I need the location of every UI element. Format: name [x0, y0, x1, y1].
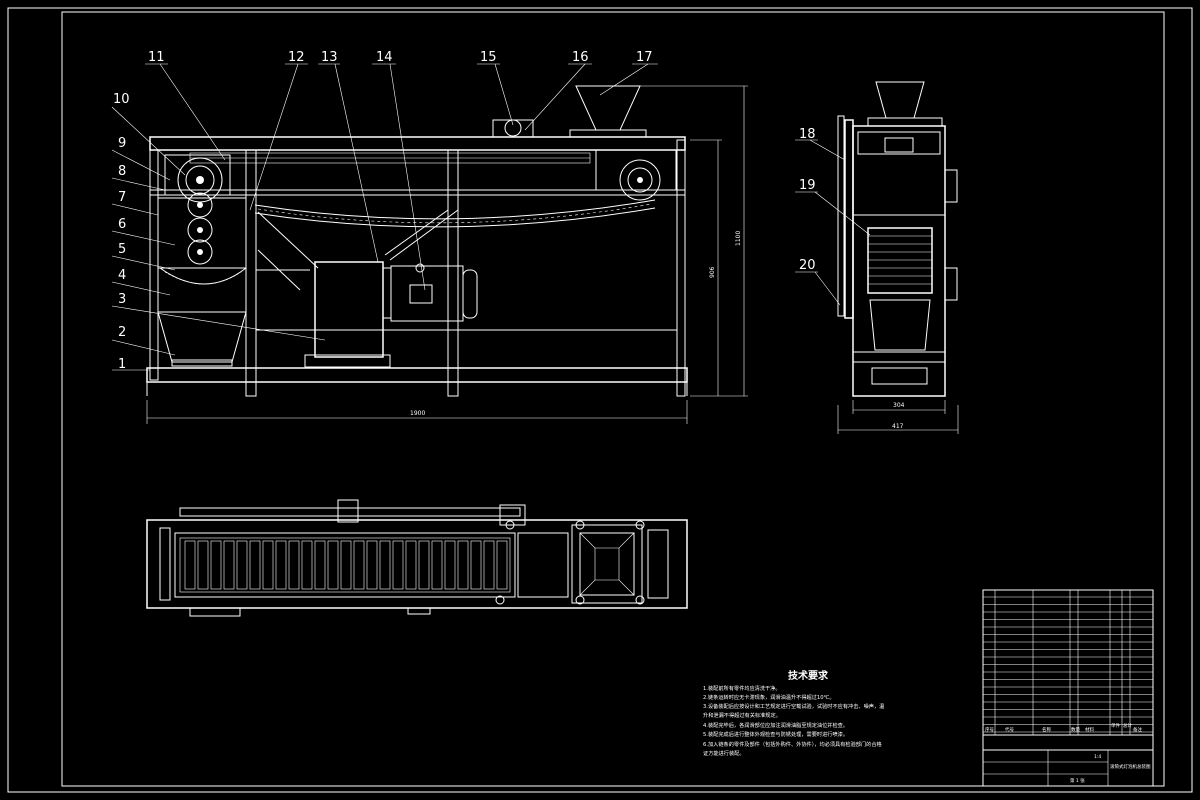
- callout-15: 15: [480, 50, 497, 65]
- tb-label-code: 代号: [1005, 726, 1014, 733]
- conveyor-slat: [236, 540, 248, 590]
- callout-17: 17: [636, 50, 653, 65]
- title-block-labels: 序号 代号 名称 数量 材料 单件 总计 备注 滚筒式灯泡机总装图 第 1 张 …: [985, 722, 1151, 784]
- callout-1: 1: [118, 357, 126, 372]
- conveyor-slat: [301, 540, 313, 590]
- tb-label-total: 总计: [1123, 722, 1132, 729]
- top-view: [146, 499, 688, 617]
- callout-20: 20: [799, 258, 816, 273]
- tech-item-4: 升和泄漏不得超过有关标准规定。: [703, 711, 781, 719]
- tech-item-5: 4.装配完毕后，各润滑部位应加注润滑油脂至规定油位并检查。: [703, 721, 848, 729]
- dim-frame-height: 906: [709, 266, 716, 278]
- dim-overall-height: 1100: [735, 231, 742, 246]
- conveyor-slat: [262, 540, 274, 590]
- callout-7: 7: [118, 190, 126, 205]
- callout-4: 4: [118, 268, 126, 283]
- callout-numbers: 1 2 3 4 5 6 7 8 9 10 11 12 13 14 15 16 1…: [113, 50, 816, 372]
- tb-label-index: 序号: [985, 726, 994, 733]
- conveyor-slat: [431, 540, 443, 590]
- conveyor-slat: [379, 540, 391, 590]
- outer-border: [7, 7, 1193, 793]
- dim-side-outer-width: 417: [892, 423, 904, 430]
- conveyor-slat: [418, 540, 430, 590]
- tech-item-6: 5.装配完成后进行整体外观检查与防锈处理，需要时进行喷漆。: [703, 730, 848, 738]
- conveyor-slat: [457, 540, 469, 590]
- callout-3: 3: [118, 292, 126, 307]
- conveyor-slat: [496, 540, 508, 590]
- callout-2: 2: [118, 325, 126, 340]
- conveyor-slat: [210, 540, 222, 590]
- conveyor-slat: [288, 540, 300, 590]
- tb-label-unit: 单件: [1111, 722, 1120, 729]
- tech-item-2: 2.链条运转时应无卡滞现象，润滑油温升不得超过10℃。: [703, 693, 835, 701]
- callout-6: 6: [118, 217, 126, 232]
- callout-19: 19: [799, 178, 816, 193]
- conveyor-slat: [392, 540, 404, 590]
- callout-14: 14: [376, 50, 393, 65]
- tb-label-material: 材料: [1085, 726, 1094, 733]
- tech-item-7: 6.加入链条的零件及部件（包括外购件、外协件），均必须具有检验部门的合格: [703, 740, 883, 748]
- callout-13: 13: [321, 50, 338, 65]
- conveyor-slat: [275, 540, 287, 590]
- callout-16: 16: [572, 50, 589, 65]
- conveyor-slat: [314, 540, 326, 590]
- title-block: [982, 589, 1154, 787]
- callout-8: 8: [118, 164, 126, 179]
- tb-sheet: 第 1 张: [1070, 777, 1085, 784]
- inner-border: [61, 11, 1165, 787]
- dim-side-inner-width: 304: [893, 402, 905, 409]
- conveyor-slat: [366, 540, 378, 590]
- tech-requirements: 技术要求 1.装配前所有零件均应清洗干净。 2.链条运转时应无卡滞现象，润滑油温…: [703, 669, 884, 757]
- callout-9: 9: [118, 136, 126, 151]
- conveyor-slat: [327, 540, 339, 590]
- front-view: [146, 85, 748, 424]
- side-view: [837, 81, 959, 434]
- conveyor-slat: [223, 540, 235, 590]
- tech-item-3: 3.设备装配后应按设计和工艺规定进行空载试验，试验时不应有冲击、噪声，温: [703, 702, 884, 710]
- conveyor-slat: [184, 540, 196, 590]
- tech-item-1: 1.装配前所有零件均应清洗干净。: [703, 684, 781, 692]
- tb-label-qty: 数量: [1071, 726, 1080, 733]
- tb-scale: 1:4: [1094, 754, 1101, 760]
- leader-lines: [111, 63, 871, 371]
- conveyor-slat: [340, 540, 352, 590]
- conveyor-slat: [353, 540, 365, 590]
- tb-drawing-name: 滚筒式灯泡机总装图: [1110, 763, 1151, 770]
- tech-item-8: 证方能进行装配。: [703, 749, 745, 757]
- conveyor-slat: [249, 540, 261, 590]
- callout-11: 11: [148, 50, 165, 65]
- callout-10: 10: [113, 92, 130, 107]
- tech-requirements-title: 技术要求: [788, 669, 829, 682]
- dim-total-length: 1900: [410, 410, 425, 417]
- tb-label-remark: 备注: [1133, 726, 1142, 733]
- conveyor-slat: [444, 540, 456, 590]
- callout-12: 12: [288, 50, 305, 65]
- callout-18: 18: [799, 127, 816, 142]
- conveyor-slat: [483, 540, 495, 590]
- callout-5: 5: [118, 242, 126, 257]
- conveyor-slat: [470, 540, 482, 590]
- tb-label-name: 名称: [1042, 726, 1051, 733]
- conveyor-slat: [405, 540, 417, 590]
- conveyor-slat: [197, 540, 209, 590]
